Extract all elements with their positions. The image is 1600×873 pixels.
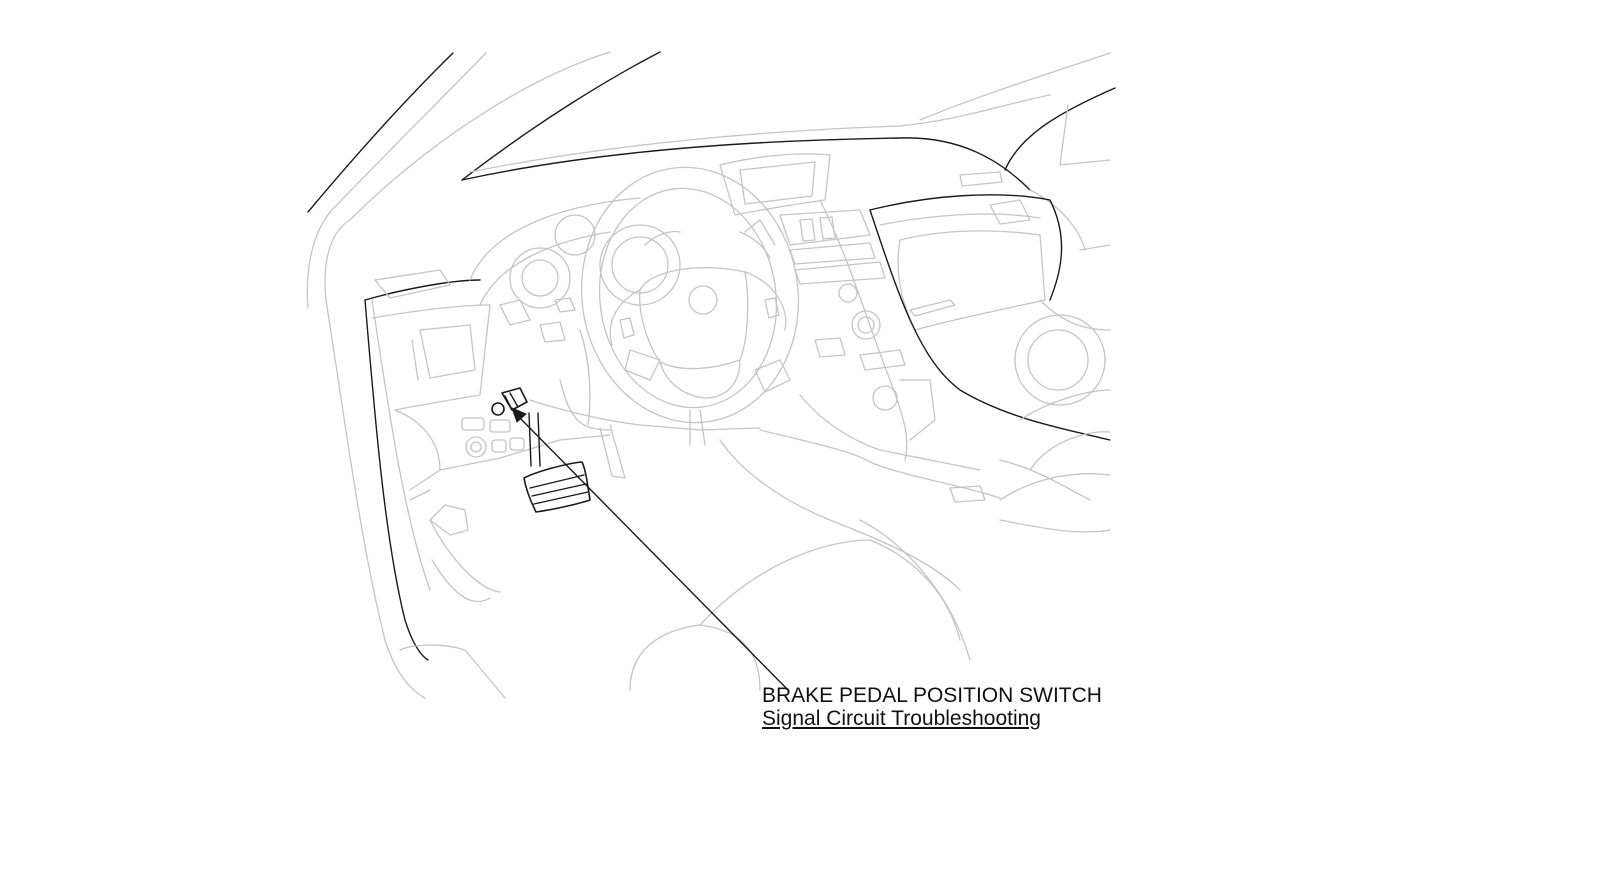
passenger-dash — [869, 171, 1111, 441]
instrument-cluster — [469, 197, 681, 343]
steering-wheel — [559, 166, 800, 446]
dashboard-top — [461, 52, 1116, 251]
brake-pedal-position-switch — [491, 387, 528, 416]
knee-panel-switches — [461, 417, 525, 458]
a-pillar — [306, 51, 661, 309]
brake-pedal — [523, 412, 591, 513]
lower-dash — [529, 329, 761, 479]
component-callout: BRAKE PEDAL POSITION SWITCH Signal Circu… — [762, 684, 1102, 730]
signal-circuit-troubleshooting-link[interactable]: Signal Circuit Troubleshooting — [762, 707, 1041, 730]
center-stack — [719, 153, 1001, 503]
passenger-seat — [999, 314, 1111, 501]
callout-leader-line — [511, 407, 789, 691]
component-label: BRAKE PEDAL POSITION SWITCH — [762, 684, 1102, 707]
arrowhead — [511, 407, 527, 423]
driver-floor-seat — [429, 439, 1111, 691]
door-frame — [325, 299, 506, 699]
left-dash-panel — [364, 269, 611, 501]
